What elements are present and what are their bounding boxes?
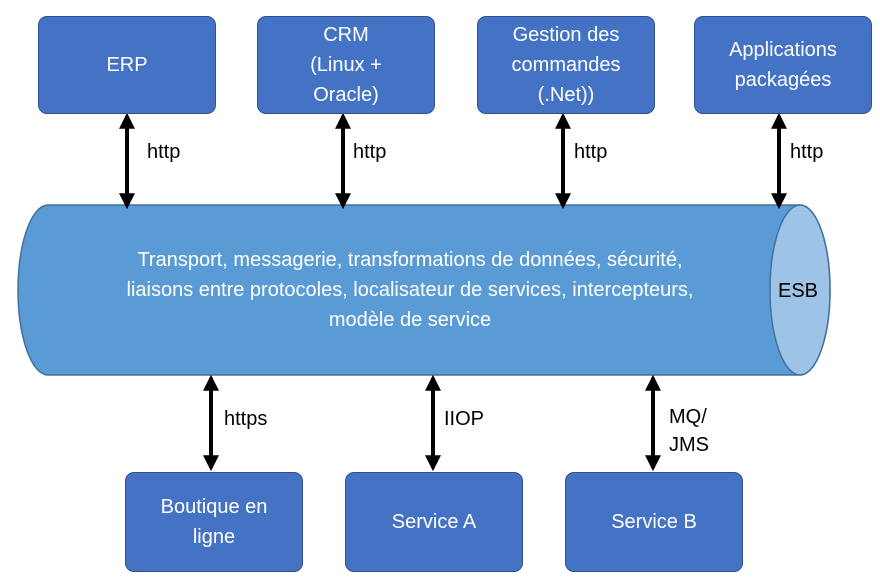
system-box-boutique-en-ligne: Boutique en ligne — [125, 472, 303, 572]
esb-bus-end-cap — [769, 204, 831, 376]
protocol-label-service-a: IIOP — [444, 408, 485, 430]
esb-label: ESB — [777, 280, 819, 302]
protocol-label-commandes: http — [574, 141, 608, 163]
system-box-service-a: Service A — [345, 472, 523, 572]
protocol-label-crm: http — [353, 141, 387, 163]
system-box-erp: ERP — [38, 16, 216, 114]
system-box-gestion-commandes: Gestion des commandes (.Net)) — [477, 16, 655, 114]
protocol-label-applications: http — [790, 141, 824, 163]
protocol-label-service-b: MQ/ JMS — [669, 406, 709, 456]
esb-bus-description: Transport, messagerie, transformations d… — [126, 249, 694, 331]
system-box-service-b: Service B — [565, 472, 743, 572]
protocol-label-boutique: https — [224, 408, 268, 430]
system-box-crm: CRM (Linux + Oracle) — [257, 16, 435, 114]
protocol-label-erp: http — [147, 141, 181, 163]
system-box-applications-packagees: Applications packagées — [694, 16, 872, 114]
